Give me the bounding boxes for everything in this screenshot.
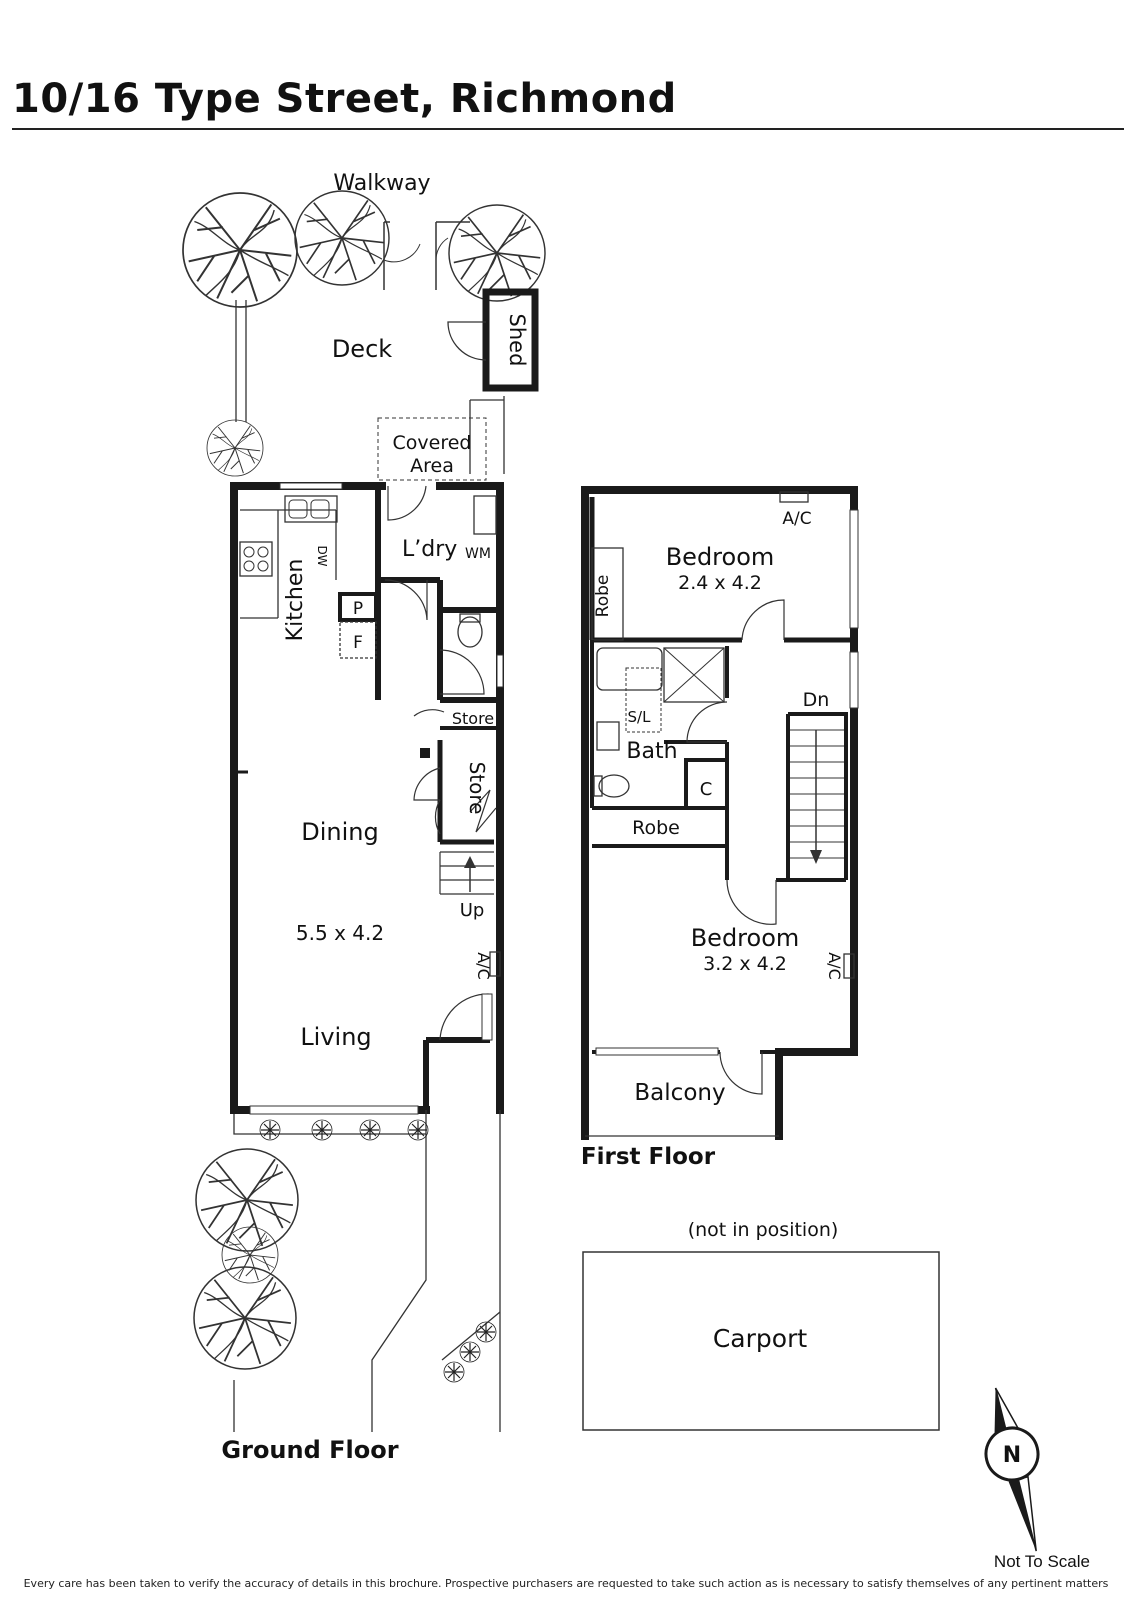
dining-label: Dining (301, 818, 378, 846)
robe1-label: Robe (593, 575, 613, 618)
title-divider (12, 128, 1124, 130)
tree-icon (206, 419, 264, 477)
bedroom2-dimensions: 3.2 x 4.2 (703, 953, 787, 975)
ac-bedroom2-label: A/C (825, 952, 844, 980)
shrub-icon (443, 1361, 465, 1383)
ac-ground-label: A/C (474, 952, 493, 980)
deck-label: Deck (332, 335, 392, 363)
bedroom1-dimensions: 2.4 x 4.2 (678, 572, 762, 594)
tub-icon (473, 495, 497, 535)
store-label: Store (452, 709, 494, 728)
toilet-icon (598, 774, 630, 798)
laundry-label: L’dry (402, 537, 457, 562)
tree-icon (195, 1148, 299, 1252)
shrub-icon (459, 1341, 481, 1363)
covered-area (377, 417, 487, 481)
fridge-label: F (353, 633, 363, 653)
skylight-label: S/L (628, 708, 652, 726)
shrub-icon (311, 1119, 333, 1141)
shed-label: Shed (505, 314, 529, 367)
ground-floor-plan: Walkway Deck Shed Covered Area L’dry WM … (182, 171, 546, 1464)
shrub-icon (259, 1119, 281, 1141)
tree-icon (221, 1226, 279, 1284)
balcony-label: Balcony (634, 1080, 725, 1106)
not-in-position-label: (not in position) (688, 1219, 839, 1241)
carport-plan: (not in position) Carport (582, 1219, 940, 1431)
bathtub-icon (596, 647, 663, 691)
stairs-down-label: Dn (803, 689, 830, 711)
north-arrow-icon (984, 1387, 1040, 1552)
dining-living-dimensions: 5.5 x 4.2 (296, 921, 384, 945)
cupboard-label: C (700, 779, 713, 800)
shrub-icon (407, 1119, 429, 1141)
disclaimer: Every care has been taken to verify the … (23, 1577, 1109, 1590)
shower-icon (663, 647, 725, 703)
kitchen-label: Kitchen (283, 559, 308, 642)
sink-icon (284, 495, 338, 523)
shed (482, 288, 539, 392)
carport-label: Carport (713, 1324, 807, 1353)
shrub-icon (359, 1119, 381, 1141)
store-under-stairs-label: Store (465, 762, 489, 815)
cooktop-icon (239, 541, 273, 577)
first-floor-label: First Floor (581, 1144, 716, 1170)
washing-machine-label: WM (465, 546, 491, 562)
covered-area-label-2: Area (410, 455, 454, 477)
toilet-icon (457, 616, 483, 648)
pantry-label: P (353, 599, 363, 619)
first-floor-plan: A/C Bedroom 2.4 x 4.2 Robe S/L Bath C Dn… (581, 486, 859, 1170)
carport-outline (582, 1251, 940, 1431)
walkway-label: Walkway (333, 171, 430, 196)
scale-note: Not To Scale (993, 1552, 1090, 1571)
covered-area-label: Covered (393, 432, 472, 454)
shrub-icon (475, 1321, 497, 1343)
ac-bedroom1-label: A/C (782, 509, 811, 529)
bath-label: Bath (626, 739, 677, 764)
robe2-label: Robe (632, 817, 680, 839)
tree-icon (294, 190, 390, 286)
living-label: Living (300, 1023, 371, 1051)
page-title: 10/16 Type Street, Richmond (12, 76, 677, 122)
bedroom1-label: Bedroom (666, 543, 775, 571)
stairs-up-label: Up (460, 900, 485, 921)
tree-icon (182, 192, 298, 308)
tree-icon (448, 204, 546, 302)
ground-floor-label: Ground Floor (221, 1436, 398, 1464)
bedroom2-label: Bedroom (691, 924, 800, 952)
north-label: N (1003, 1443, 1021, 1468)
dishwasher-label: DW (315, 545, 329, 566)
